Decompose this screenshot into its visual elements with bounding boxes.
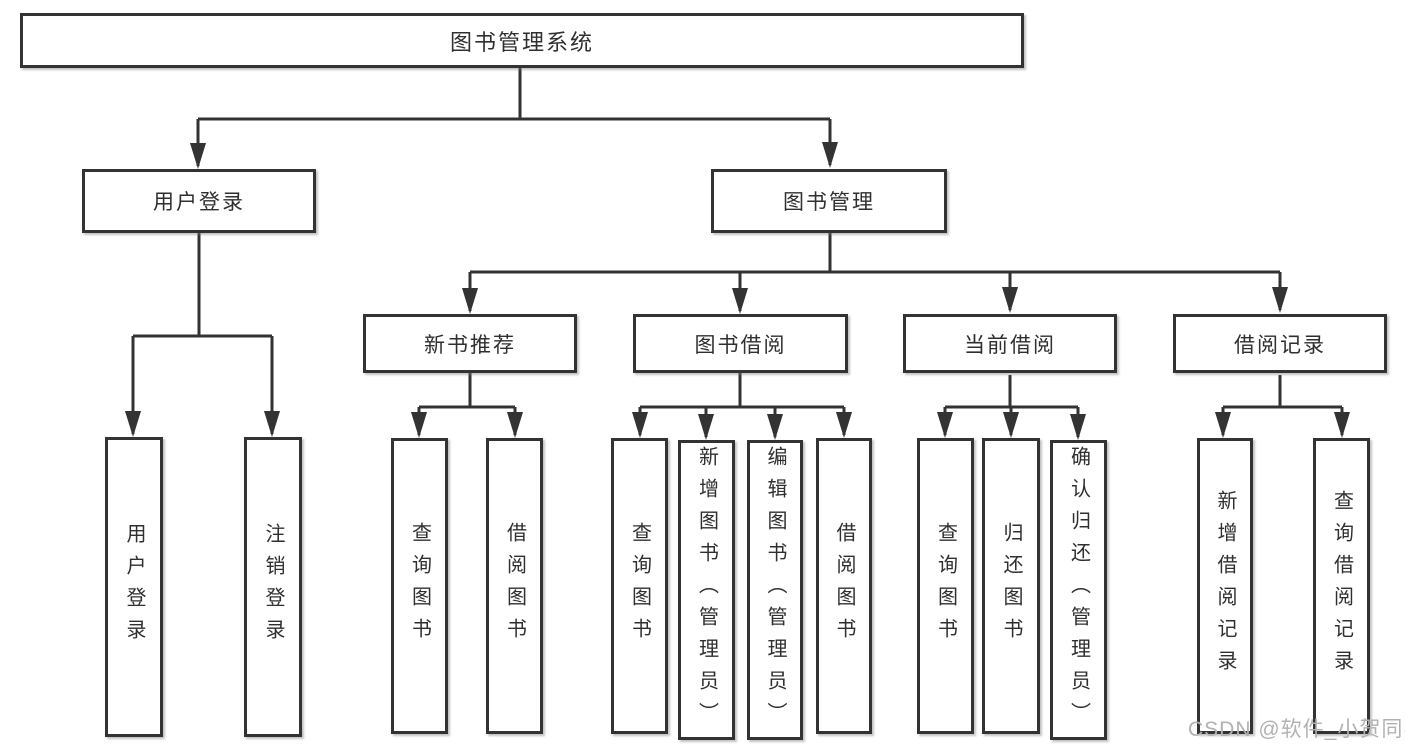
node-new-book-recommend: 新书推荐: [363, 314, 577, 373]
node-user-login: 用户登录: [82, 169, 316, 233]
leaf-return-books-label: 归还图书: [1000, 522, 1022, 650]
leaf-query-books-recommend: 查询图书: [391, 438, 448, 734]
leaf-user-login: 用户登录: [105, 437, 163, 737]
leaf-borrow-books-borrowing-label: 借阅图书: [833, 522, 855, 650]
arrowheads: [125, 142, 1350, 440]
leaf-query-books-current: 查询图书: [917, 438, 974, 734]
leaf-query-borrow-record-label: 查询借阅记录: [1330, 490, 1353, 682]
leaf-add-book-admin-label: 新增图书（管理员）: [695, 446, 718, 734]
leaf-add-book-admin: 新增图书（管理员）: [678, 440, 735, 740]
leaf-borrow-books-recommend: 借阅图书: [486, 438, 543, 734]
leaf-edit-book-admin: 编辑图书（管理员）: [747, 440, 803, 740]
node-current-borrowing: 当前借阅: [903, 314, 1117, 373]
leaf-borrow-books-borrowing: 借阅图书: [816, 438, 872, 734]
leaf-add-borrow-record-label: 新增借阅记录: [1214, 490, 1236, 682]
leaf-confirm-return-admin-label: 确认归还（管理员）: [1067, 446, 1090, 734]
leaf-query-borrow-record: 查询借阅记录: [1313, 438, 1370, 734]
leaf-edit-book-admin-label: 编辑图书（管理员）: [764, 446, 786, 734]
root-node-library-management-system: 图书管理系统: [20, 13, 1024, 68]
csdn-watermark: CSDN @软件_小贺同学: [1188, 718, 1405, 741]
leaf-query-books-borrowing: 查询图书: [611, 438, 668, 734]
leaf-confirm-return-admin: 确认归还（管理员）: [1050, 440, 1107, 740]
leaf-add-borrow-record: 新增借阅记录: [1197, 438, 1253, 734]
leaf-logout-label: 注销登录: [262, 523, 284, 651]
leaf-borrow-books-recommend-label: 借阅图书: [503, 522, 526, 650]
leaf-logout: 注销登录: [244, 437, 302, 737]
node-borrowing-records: 借阅记录: [1173, 314, 1387, 373]
leaf-return-books: 归还图书: [982, 438, 1040, 734]
leaf-query-books-current-label: 查询图书: [934, 522, 957, 650]
leaf-query-books-recommend-label: 查询图书: [408, 522, 431, 650]
leaf-user-login-label: 用户登录: [123, 523, 145, 651]
node-book-management: 图书管理: [711, 169, 947, 233]
tree-edges: [131, 68, 1344, 437]
node-book-borrowing: 图书借阅: [633, 314, 848, 373]
leaf-query-books-borrowing-label: 查询图书: [628, 522, 651, 650]
